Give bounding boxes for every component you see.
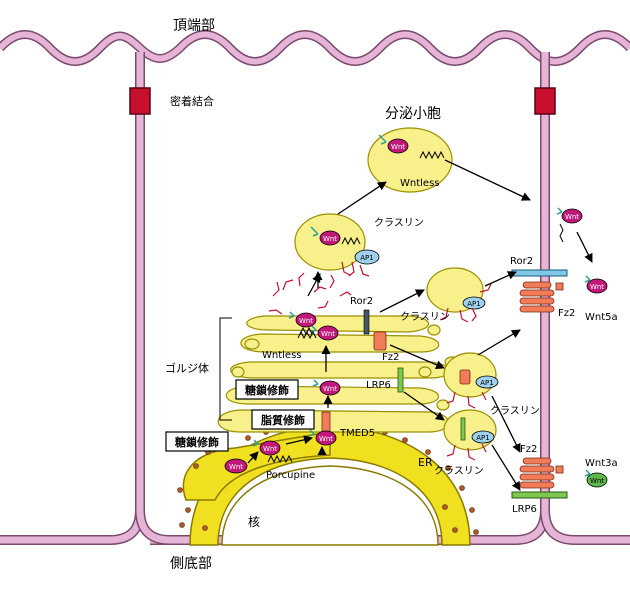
wntless-golgi	[297, 330, 317, 340]
ap1-label-4: AP1	[476, 434, 489, 442]
fz2-lower-label: Fz2	[520, 444, 537, 455]
wnt-er-upper: Wnt	[308, 429, 337, 446]
svg-text:Wnt: Wnt	[590, 477, 604, 485]
wnt5a-label: Wnt5a	[585, 312, 618, 323]
clathrin-label-3: クラスリン	[490, 405, 540, 417]
wnt3a-label: Wnt3a	[585, 458, 618, 469]
fz2-upper-label: Fz2	[558, 308, 575, 319]
svg-text:脂質修飾: 脂質修飾	[260, 413, 305, 427]
clathrin-vesicle-lrp6	[443, 409, 497, 451]
svg-text:糖鎖修飾: 糖鎖修飾	[175, 435, 219, 449]
fz2-receptor-lower	[519, 457, 564, 489]
secretory-vesicle-label: 分泌小胞	[385, 106, 441, 122]
clathrin-label-2: クラスリン	[400, 311, 450, 323]
clathrin-bristles	[268, 261, 492, 461]
wnt-extracellular-1: Wnt	[556, 207, 583, 243]
fz2-golgi	[373, 331, 387, 351]
svg-text:Wnt: Wnt	[319, 435, 333, 443]
tight-junction-left	[129, 87, 151, 115]
tmed5-label: TMED5	[339, 428, 375, 439]
ap1-label-3: AP1	[480, 379, 493, 387]
lateral-membrane-left	[0, 52, 145, 545]
ror2-golgi	[363, 309, 370, 335]
svg-text:Wnt: Wnt	[323, 385, 337, 393]
apical-membrane	[0, 30, 630, 66]
wnt-er-middle: Wnt	[252, 439, 281, 456]
clathrin-vesicle-ror2	[426, 267, 486, 313]
clathrin-label-1: クラスリン	[374, 217, 424, 229]
glyco-golgi-box: 糖鎖修飾	[235, 379, 299, 400]
tight-junction-right	[534, 87, 556, 115]
ror2-golgi-label: Ror2	[350, 296, 373, 307]
wnt-golgi-upper: Wnt Wnt	[288, 311, 339, 341]
clathrin-vesicle-fz2	[443, 352, 499, 398]
clathrin-label-4: クラスリン	[434, 465, 484, 477]
er-label: ER	[418, 456, 433, 469]
svg-text:Wnt: Wnt	[590, 283, 604, 291]
svg-text:Wnt: Wnt	[229, 463, 243, 471]
wnt3a-ligand: Wnt	[584, 469, 608, 488]
porcupine-label: Porcupine	[266, 470, 315, 481]
er	[182, 424, 471, 546]
porcupine-wiggle	[267, 454, 293, 464]
golgi-label: ゴルジ体	[165, 361, 209, 375]
arrows	[247, 159, 593, 491]
wnt-in-vesicle: Wnt	[378, 134, 409, 154]
lipid-box: 脂質修飾	[251, 409, 315, 430]
wntless-golgi-label: Wntless	[262, 350, 302, 361]
lrp6-golgi	[397, 367, 404, 393]
wnt-in-clathrin-vesicle: Wnt	[310, 226, 361, 246]
ror2-membrane-label: Ror2	[510, 256, 533, 267]
glyco-er-box: 糖鎖修飾	[165, 431, 229, 452]
apical-label: 頂端部	[173, 18, 215, 34]
lateral-membrane-right	[540, 52, 630, 545]
svg-text:糖鎖修飾: 糖鎖修飾	[245, 383, 289, 397]
wnt5a-ligand: Wnt	[584, 275, 608, 294]
wnt-golgi-middle: Wnt	[312, 379, 341, 396]
svg-text:Wnt: Wnt	[391, 143, 405, 151]
tight-junction-label: 密着結合	[170, 94, 214, 108]
svg-text:Wnt: Wnt	[323, 235, 337, 243]
lrp6-golgi-label: LRP6	[366, 380, 391, 391]
wntless-vesicle-label: Wntless	[400, 178, 440, 189]
ap1-label-2: AP1	[467, 300, 480, 308]
fz2-golgi-label: Fz2	[382, 352, 399, 363]
lrp6-receptor	[511, 491, 568, 499]
svg-text:Wnt: Wnt	[299, 317, 313, 325]
lrp6-membrane-label: LRP6	[512, 504, 537, 515]
svg-text:Wnt: Wnt	[263, 445, 277, 453]
nucleus-label: 核	[248, 515, 260, 529]
fz2-receptor-upper	[519, 281, 564, 313]
golgi-bracket	[219, 317, 232, 421]
lateral-label: 側底部	[170, 556, 212, 572]
svg-text:Wnt: Wnt	[321, 330, 335, 338]
wnt-molecules: Wnt Wnt Wnt Wnt Wnt Wnt	[224, 134, 608, 488]
ror2-receptor	[511, 269, 568, 277]
wnt-er-entry: Wnt	[224, 458, 248, 474]
ap1-label-1: AP1	[360, 254, 373, 262]
nucleus	[221, 465, 439, 546]
svg-text:Wnt: Wnt	[565, 213, 579, 221]
